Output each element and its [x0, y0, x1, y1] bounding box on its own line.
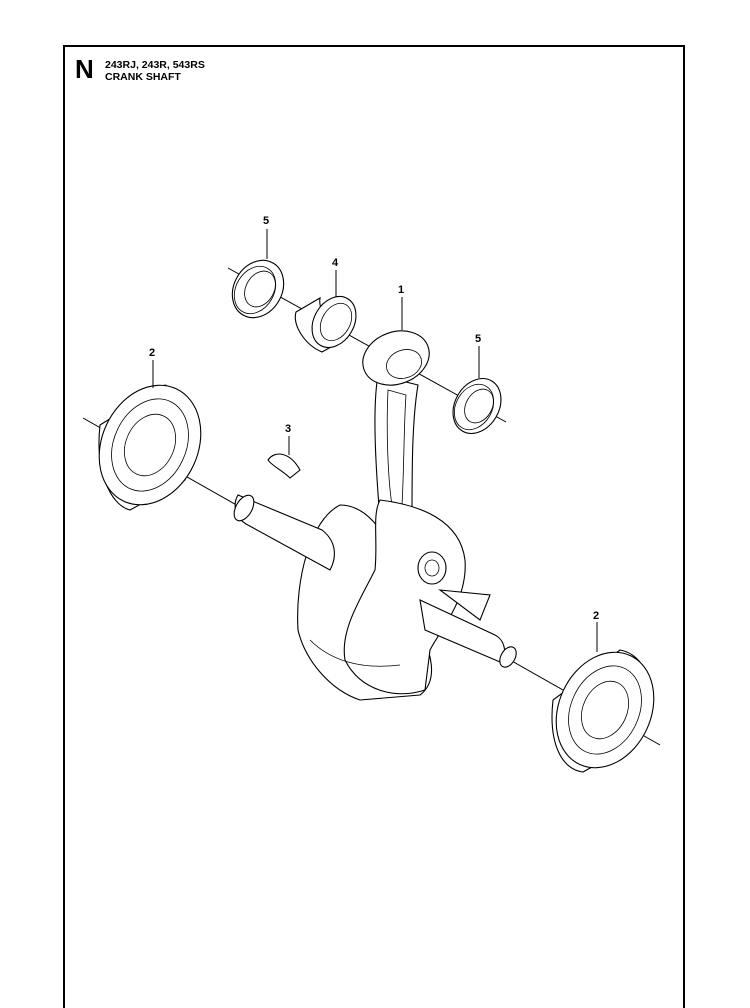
seal-top-left: [231, 259, 285, 319]
crank-shaft-right-stub: [419, 589, 517, 668]
callout-2-left: 2: [149, 347, 155, 359]
page-frame: [63, 45, 685, 1008]
callout-4: 4: [332, 257, 339, 269]
callout-5-right: 5: [475, 333, 481, 345]
woodruff-key: [267, 453, 301, 479]
section-letter: N: [75, 54, 94, 84]
callout-5-top: 5: [263, 215, 269, 227]
needle-bearing: [294, 296, 357, 353]
ball-bearing-right: [551, 649, 655, 773]
crank-shaft-left-stub: [233, 494, 335, 571]
callout-3: 3: [285, 423, 291, 435]
callout-2-right: 2: [593, 610, 599, 622]
connecting-rod: [362, 330, 430, 521]
section-title: CRANK SHAFT: [105, 71, 181, 83]
ball-bearing-left: [98, 384, 202, 511]
callout-1: 1: [398, 284, 404, 296]
seal-right: [452, 378, 502, 434]
model-list: 243RJ, 243R, 543RS: [105, 59, 205, 71]
